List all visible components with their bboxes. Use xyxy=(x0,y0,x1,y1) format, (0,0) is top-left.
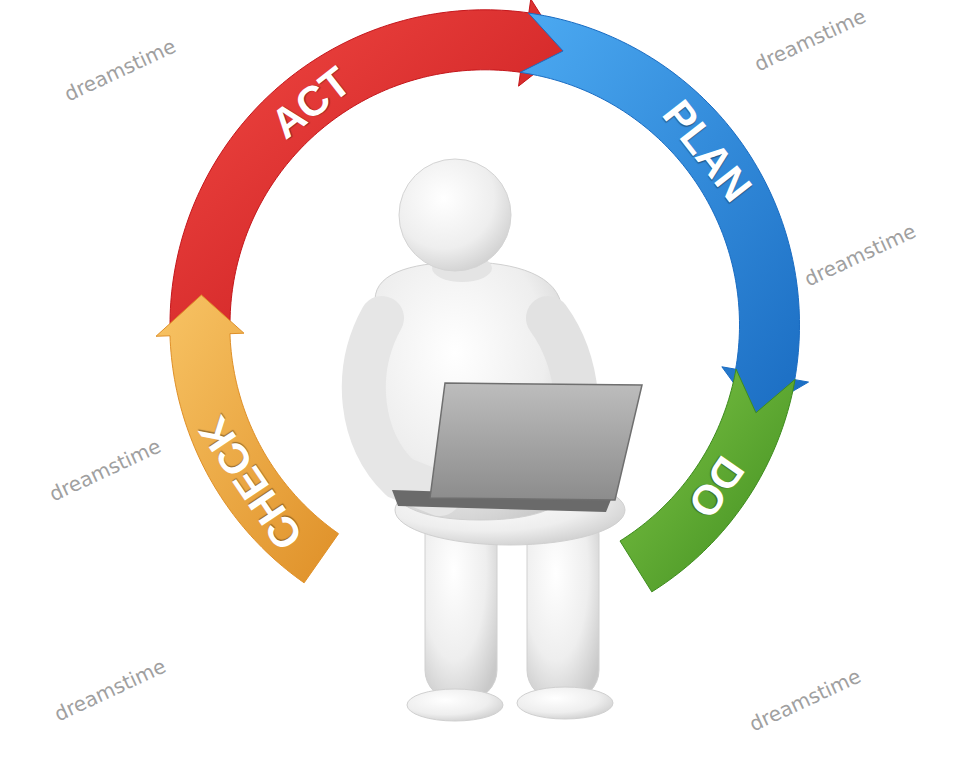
watermark: dreamstime xyxy=(746,666,863,735)
person xyxy=(364,159,642,721)
left-arm xyxy=(364,318,440,494)
watermark: dreamstime xyxy=(46,436,163,505)
watermark: dreamstime xyxy=(51,656,168,725)
arrow-segment xyxy=(170,0,564,336)
head xyxy=(399,159,511,271)
cycle-arrow: PLAN xyxy=(518,11,811,415)
watermark: dreamstime xyxy=(801,221,918,290)
watermark: dreamstime xyxy=(61,36,178,105)
arrow-segment xyxy=(620,369,795,592)
arrow-outline xyxy=(518,11,811,415)
arrow-outline xyxy=(168,0,566,338)
right-foot xyxy=(517,687,613,719)
arrow-segment xyxy=(156,295,339,583)
arrow-outline xyxy=(154,293,341,585)
watermark: dreamstime xyxy=(751,6,868,75)
laptop-screen xyxy=(430,383,642,500)
cycle-arrow: CHECK xyxy=(154,293,341,585)
arrow-segment xyxy=(520,13,809,413)
cycle-arrow: ACT xyxy=(168,0,566,338)
left-foot xyxy=(407,689,503,721)
cycle-arrow: DO xyxy=(618,367,797,594)
